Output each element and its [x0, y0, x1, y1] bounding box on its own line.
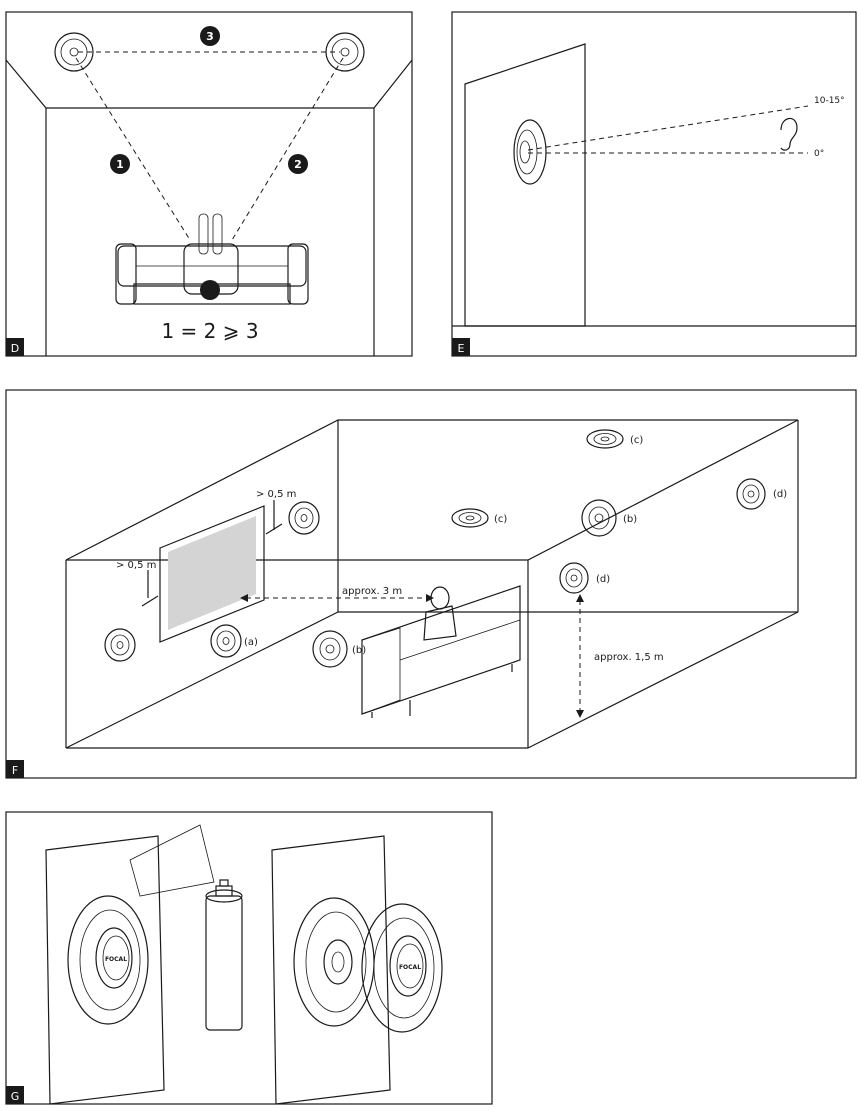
label-b-left: (b)	[352, 645, 366, 656]
panel-e-frame	[451, 11, 857, 357]
speaker-d-right	[559, 562, 589, 594]
spray-can-icon	[205, 879, 243, 1031]
height-label: approx. 1,5 m	[594, 652, 664, 663]
panel-d-frame	[5, 11, 413, 357]
tv-screen-frame	[159, 505, 265, 643]
speaker-front-right	[288, 501, 320, 535]
arrow-head-down	[576, 710, 584, 718]
svg-text:2: 2	[294, 158, 302, 171]
brand-logo-left: FOCAL	[105, 956, 127, 963]
listener-top-view	[183, 213, 239, 300]
label-c-front: (c)	[494, 514, 507, 525]
speaker-b-right	[581, 499, 617, 537]
panel-g-corner	[6, 1086, 24, 1104]
speaker-a	[210, 624, 242, 658]
panel-g-frame	[5, 811, 493, 1105]
room-front-top-edge	[66, 419, 799, 561]
room-floor-left-edge	[65, 611, 339, 749]
panel-e-corner	[452, 338, 470, 356]
panel-f-frame	[5, 389, 857, 779]
distance-equation: 1 = 2 ⩾ 3	[161, 319, 258, 343]
ear-icon	[780, 117, 798, 151]
panel-g: FOCAL FOCAL G	[5, 811, 493, 1105]
marker-1: 1	[110, 154, 130, 174]
wall-panel-right	[271, 835, 391, 1105]
room-floor-right-edge	[527, 611, 799, 749]
wall-speaker	[513, 119, 547, 185]
speaker-c-ceiling-back	[586, 429, 624, 449]
svg-text:3: 3	[206, 30, 214, 43]
label-a: (a)	[244, 637, 258, 648]
label-d-back: (d)	[773, 489, 787, 500]
svg-text:D: D	[11, 342, 19, 355]
panel-d: 3 1 2 1 = 2 ⩾ 3 D	[5, 11, 413, 357]
speaker-front-left	[104, 628, 136, 662]
spacing-label-top: > 0,5 m	[256, 489, 296, 500]
panel-d-corner	[6, 338, 24, 356]
svg-text:G: G	[11, 1090, 20, 1103]
wall-panel	[464, 43, 586, 327]
svg-text:E: E	[458, 342, 465, 355]
angle-label-upper: 10-15°	[814, 96, 845, 106]
distance-line-1	[75, 57, 191, 241]
room-ceiling-edge	[5, 59, 413, 109]
sofa-perspective	[361, 585, 521, 718]
wall-panel-left	[45, 835, 165, 1105]
distance-line-2	[231, 57, 344, 241]
speaker-grille-removed	[361, 903, 443, 1033]
arrow-head-right	[426, 594, 434, 602]
label-c-back: (c)	[630, 435, 643, 446]
spray-cone	[129, 824, 215, 897]
listening-distance-label: approx. 3 m	[342, 586, 402, 597]
label-d-right: (d)	[596, 574, 610, 585]
arrow-head-left	[240, 594, 248, 602]
speaker-d-back	[736, 478, 766, 510]
room-ceiling-back-edge	[65, 419, 798, 561]
speaker-grille-installed	[67, 895, 149, 1025]
brand-logo-right: FOCAL	[399, 964, 421, 971]
panel-f-corner	[6, 760, 24, 778]
speaker-c-ceiling-front	[451, 508, 489, 528]
angle-line-upper	[527, 105, 809, 151]
spacing-arrow-left	[141, 595, 159, 607]
panel-f: > 0,5 m > 0,5 m approx. 3 m approx. 1,5 …	[5, 389, 857, 779]
panel-e: 10-15° 0° E	[451, 11, 857, 357]
label-b-right: (b)	[623, 514, 637, 525]
svg-text:1: 1	[116, 158, 124, 171]
spacing-label-left: > 0,5 m	[116, 560, 156, 571]
listener-head	[200, 280, 220, 300]
marker-2: 2	[288, 154, 308, 174]
marker-3: 3	[200, 26, 220, 46]
arrow-head-up	[576, 594, 584, 602]
svg-text:F: F	[12, 764, 18, 777]
speaker-b-left	[312, 630, 348, 668]
angle-label-lower: 0°	[814, 149, 824, 159]
tv-screen	[168, 516, 256, 630]
